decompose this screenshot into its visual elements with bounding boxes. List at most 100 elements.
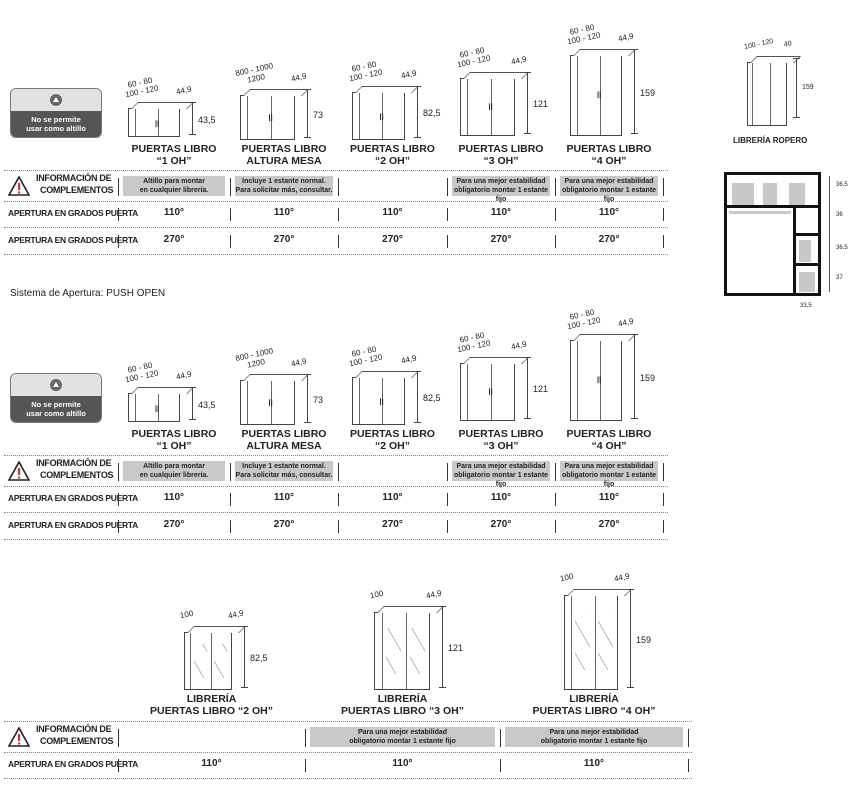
ropero-height: 159 [802,84,814,91]
apertura-value: 110° [201,758,222,769]
badge-line: usar como altillo [26,124,86,133]
table-divider [4,512,668,513]
product-subtitle: ALTURA MESA [246,155,322,167]
height-dimension [631,334,640,419]
width-value: 100 [559,572,574,584]
product-subtitle: “3 OH” [483,440,519,452]
column-separator [118,178,119,196]
badge-line: usar como altillo [26,409,86,418]
product-title: PUERTAS LIBRO [350,143,435,155]
note-line: obligatorio montar 1 estante fijo [540,738,648,745]
width-line: 100 [179,608,195,621]
height-value: 82,5 [250,653,268,663]
note-line: obligatorio montar 1 estante fijo [453,472,549,488]
table-divider [4,752,692,753]
ropero-dim: 36 [836,212,843,218]
column-separator [663,520,664,533]
note-line: Para una mejor estabilidad [564,178,654,185]
height-dimension [189,102,198,135]
ropero-title: LIBRERÍA ROPERO [733,136,808,145]
badge-line: No se permite [31,115,81,124]
column-separator [555,520,556,533]
column-separator [118,729,119,747]
height-value: 159 [640,372,656,383]
cabinet-drawing: ꟾꟾ [128,102,194,137]
column-separator [447,235,448,248]
product-title: LIBRERÍA [186,693,237,705]
column-separator [688,729,689,747]
warning-icon [7,726,31,747]
column-separator [447,178,448,196]
column-separator [118,520,119,533]
column-separator [447,208,448,221]
apertura-value: 110° [598,492,620,503]
warning-circle-icon [50,379,62,391]
height-dimension [414,371,423,423]
height-value: 82,5 [423,393,441,403]
column-separator [663,235,664,248]
apertura-label: APERTURA EN GRADOS PUERTA [8,235,138,245]
complement-note: Para una mejor estabilidad obligatorio mo… [310,727,495,747]
product-title: PUERTAS LIBRO [458,143,544,155]
height-dimension [524,357,533,419]
column-separator [338,463,339,481]
width-value: 100 [179,609,194,621]
table-divider [4,254,668,255]
column-separator [230,235,231,248]
ropero-depth: 40 [783,40,793,49]
column-separator [555,208,556,221]
apertura-value: 110° [273,492,295,503]
product-title: PUERTAS LIBRO [458,428,544,440]
note-line: obligatorio montar 1 estante fijo [561,472,657,488]
product-title: PUERTAS LIBRO [350,428,435,440]
apertura-value: 110° [273,207,295,218]
note-line: Para una mejor estabilidad [357,729,448,736]
height-dimension [439,606,448,688]
note-line: Para solicitar más, consultar. [235,472,333,479]
height-dimension [189,387,198,420]
product-subtitle: ALTURA MESA [246,440,322,452]
note-line: Para solicitar más, consultar. [235,187,333,194]
apertura-label: APERTURA EN GRADOS PUERTA [8,759,138,769]
apertura-label: APERTURA EN GRADOS PUERTA [8,520,138,530]
ropero-width: 100 - 120 [743,38,774,51]
note-line: obligatorio montar 1 estante fijo [453,187,549,203]
width-line: 100 [369,588,385,601]
badge-line: No se permite [31,400,81,409]
product-subtitle: “1 OH” [156,440,192,452]
apertura-value: 110° [583,758,605,769]
height-dimension [627,589,636,688]
complement-note: Incluye 1 estante normal.Para solicitar … [235,176,333,196]
cabinet-drawing: ꟾꟾ [128,387,194,422]
height-dimension [631,49,640,134]
depth-value: 44,9 [227,608,245,621]
height-value: 43,5 [198,399,216,410]
product-subtitle: “1 OH” [156,155,192,167]
height-value: 159 [640,87,656,98]
depth-value: 44,9 [400,68,418,81]
info-label: INFORMACIÓN DE [36,724,112,734]
note-line: obligatorio montar 1 estante fijo [349,738,456,745]
column-separator [663,493,664,506]
product-title: PUERTAS LIBRO [566,428,652,440]
column-separator [447,520,448,533]
note-line: Altillo para montar [143,178,205,185]
product-title: PUERTAS LIBRO [131,428,217,440]
warning-icon [7,175,31,196]
column-separator [118,463,119,481]
height-value: 82,5 [423,108,441,118]
column-separator [118,235,119,248]
note-line: Para una mejor estabilidad [549,729,639,736]
cabinet-drawing [374,606,444,690]
height-dimension [304,89,313,138]
